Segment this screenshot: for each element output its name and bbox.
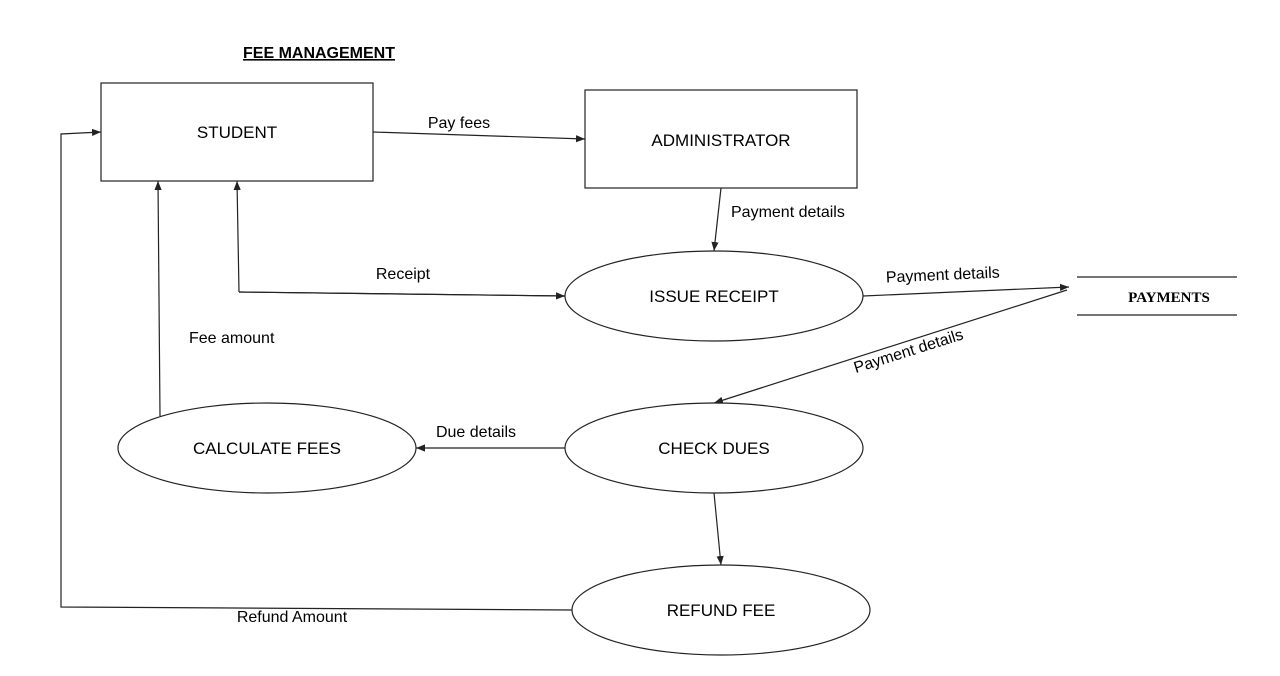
entity-administrator-label: ADMINISTRATOR <box>651 131 790 150</box>
data-store-payments-label: PAYMENTS <box>1128 290 1210 306</box>
flow-refund-amount[interactable]: Refund Amount <box>60 128 573 626</box>
process-calculate-fees[interactable]: CALCULATE FEES <box>117 402 417 494</box>
flow-pay-fees-label: Pay fees <box>428 115 490 132</box>
flow-payment-details-check-label: Payment details <box>852 326 966 376</box>
flow-due-details[interactable]: Due details <box>416 424 565 452</box>
flow-check-to-refund[interactable] <box>713 492 724 566</box>
flow-payment-details-store-label: Payment details <box>886 265 1000 287</box>
process-issue-receipt-label: ISSUE RECEIPT <box>649 287 778 306</box>
data-store-payments[interactable]: PAYMENTS <box>1077 276 1237 316</box>
flow-receipt[interactable]: Receipt <box>233 180 566 300</box>
entity-student-label: STUDENT <box>197 123 277 142</box>
process-refund-fee[interactable]: REFUND FEE <box>571 564 871 656</box>
flow-payment-details-admin-label: Payment details <box>731 204 845 221</box>
process-check-dues[interactable]: CHECK DUES <box>564 402 864 494</box>
flow-fee-amount[interactable]: Fee amount <box>154 180 275 417</box>
process-calculate-fees-label: CALCULATE FEES <box>193 439 341 458</box>
process-refund-fee-label: REFUND FEE <box>667 601 776 620</box>
process-issue-receipt[interactable]: ISSUE RECEIPT <box>564 250 864 342</box>
flow-payment-details-admin[interactable]: Payment details <box>711 187 845 252</box>
flow-fee-amount-label: Fee amount <box>189 330 275 347</box>
flow-due-details-label: Due details <box>436 424 516 441</box>
diagram-title: FEE MANAGEMENT <box>243 45 395 62</box>
flow-pay-fees[interactable]: Pay fees <box>372 115 586 143</box>
flow-payment-details-store[interactable]: Payment details <box>862 265 1070 297</box>
flow-receipt-label: Receipt <box>376 266 431 283</box>
flow-refund-amount-label: Refund Amount <box>237 609 348 626</box>
process-check-dues-label: CHECK DUES <box>658 439 769 458</box>
entity-administrator[interactable]: ADMINISTRATOR <box>584 89 858 189</box>
entity-student[interactable]: STUDENT <box>100 82 374 182</box>
